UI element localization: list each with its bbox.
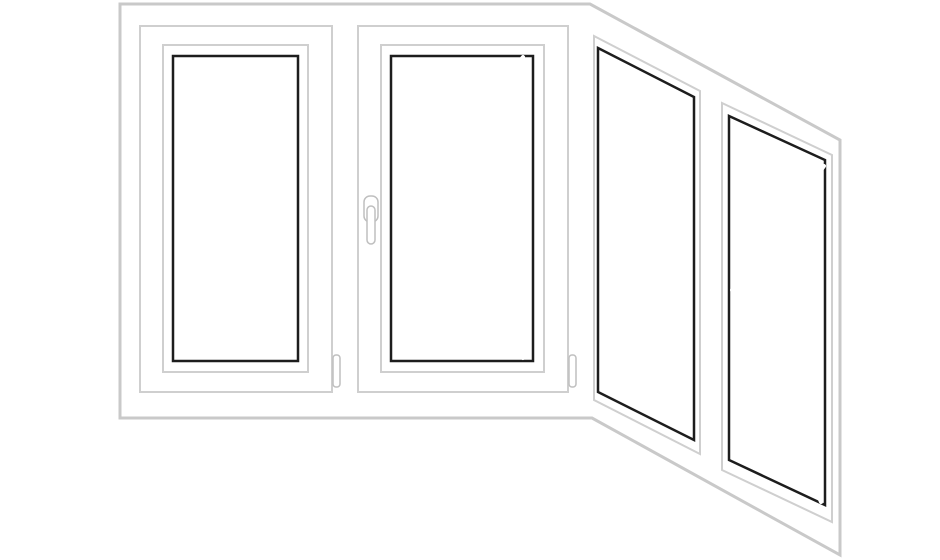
- handle-icon: [363, 195, 379, 245]
- hinge-icon: [332, 354, 341, 388]
- panel-opening-angled: [721, 101, 833, 524]
- hinge-icon: [568, 354, 577, 388]
- panel-opening-center: [357, 25, 577, 393]
- fixed-pane-label: F: [222, 178, 250, 234]
- opening-direction-lines: [730, 164, 826, 504]
- glass-outline: [389, 54, 535, 363]
- glass-outline: [727, 114, 827, 507]
- glass-outline: [596, 45, 696, 443]
- panel-fixed-left: F: [139, 25, 341, 393]
- glass-outline: [171, 54, 300, 363]
- panel-fixed-angled: F: [593, 34, 701, 456]
- opening-direction-lines: [398, 55, 525, 360]
